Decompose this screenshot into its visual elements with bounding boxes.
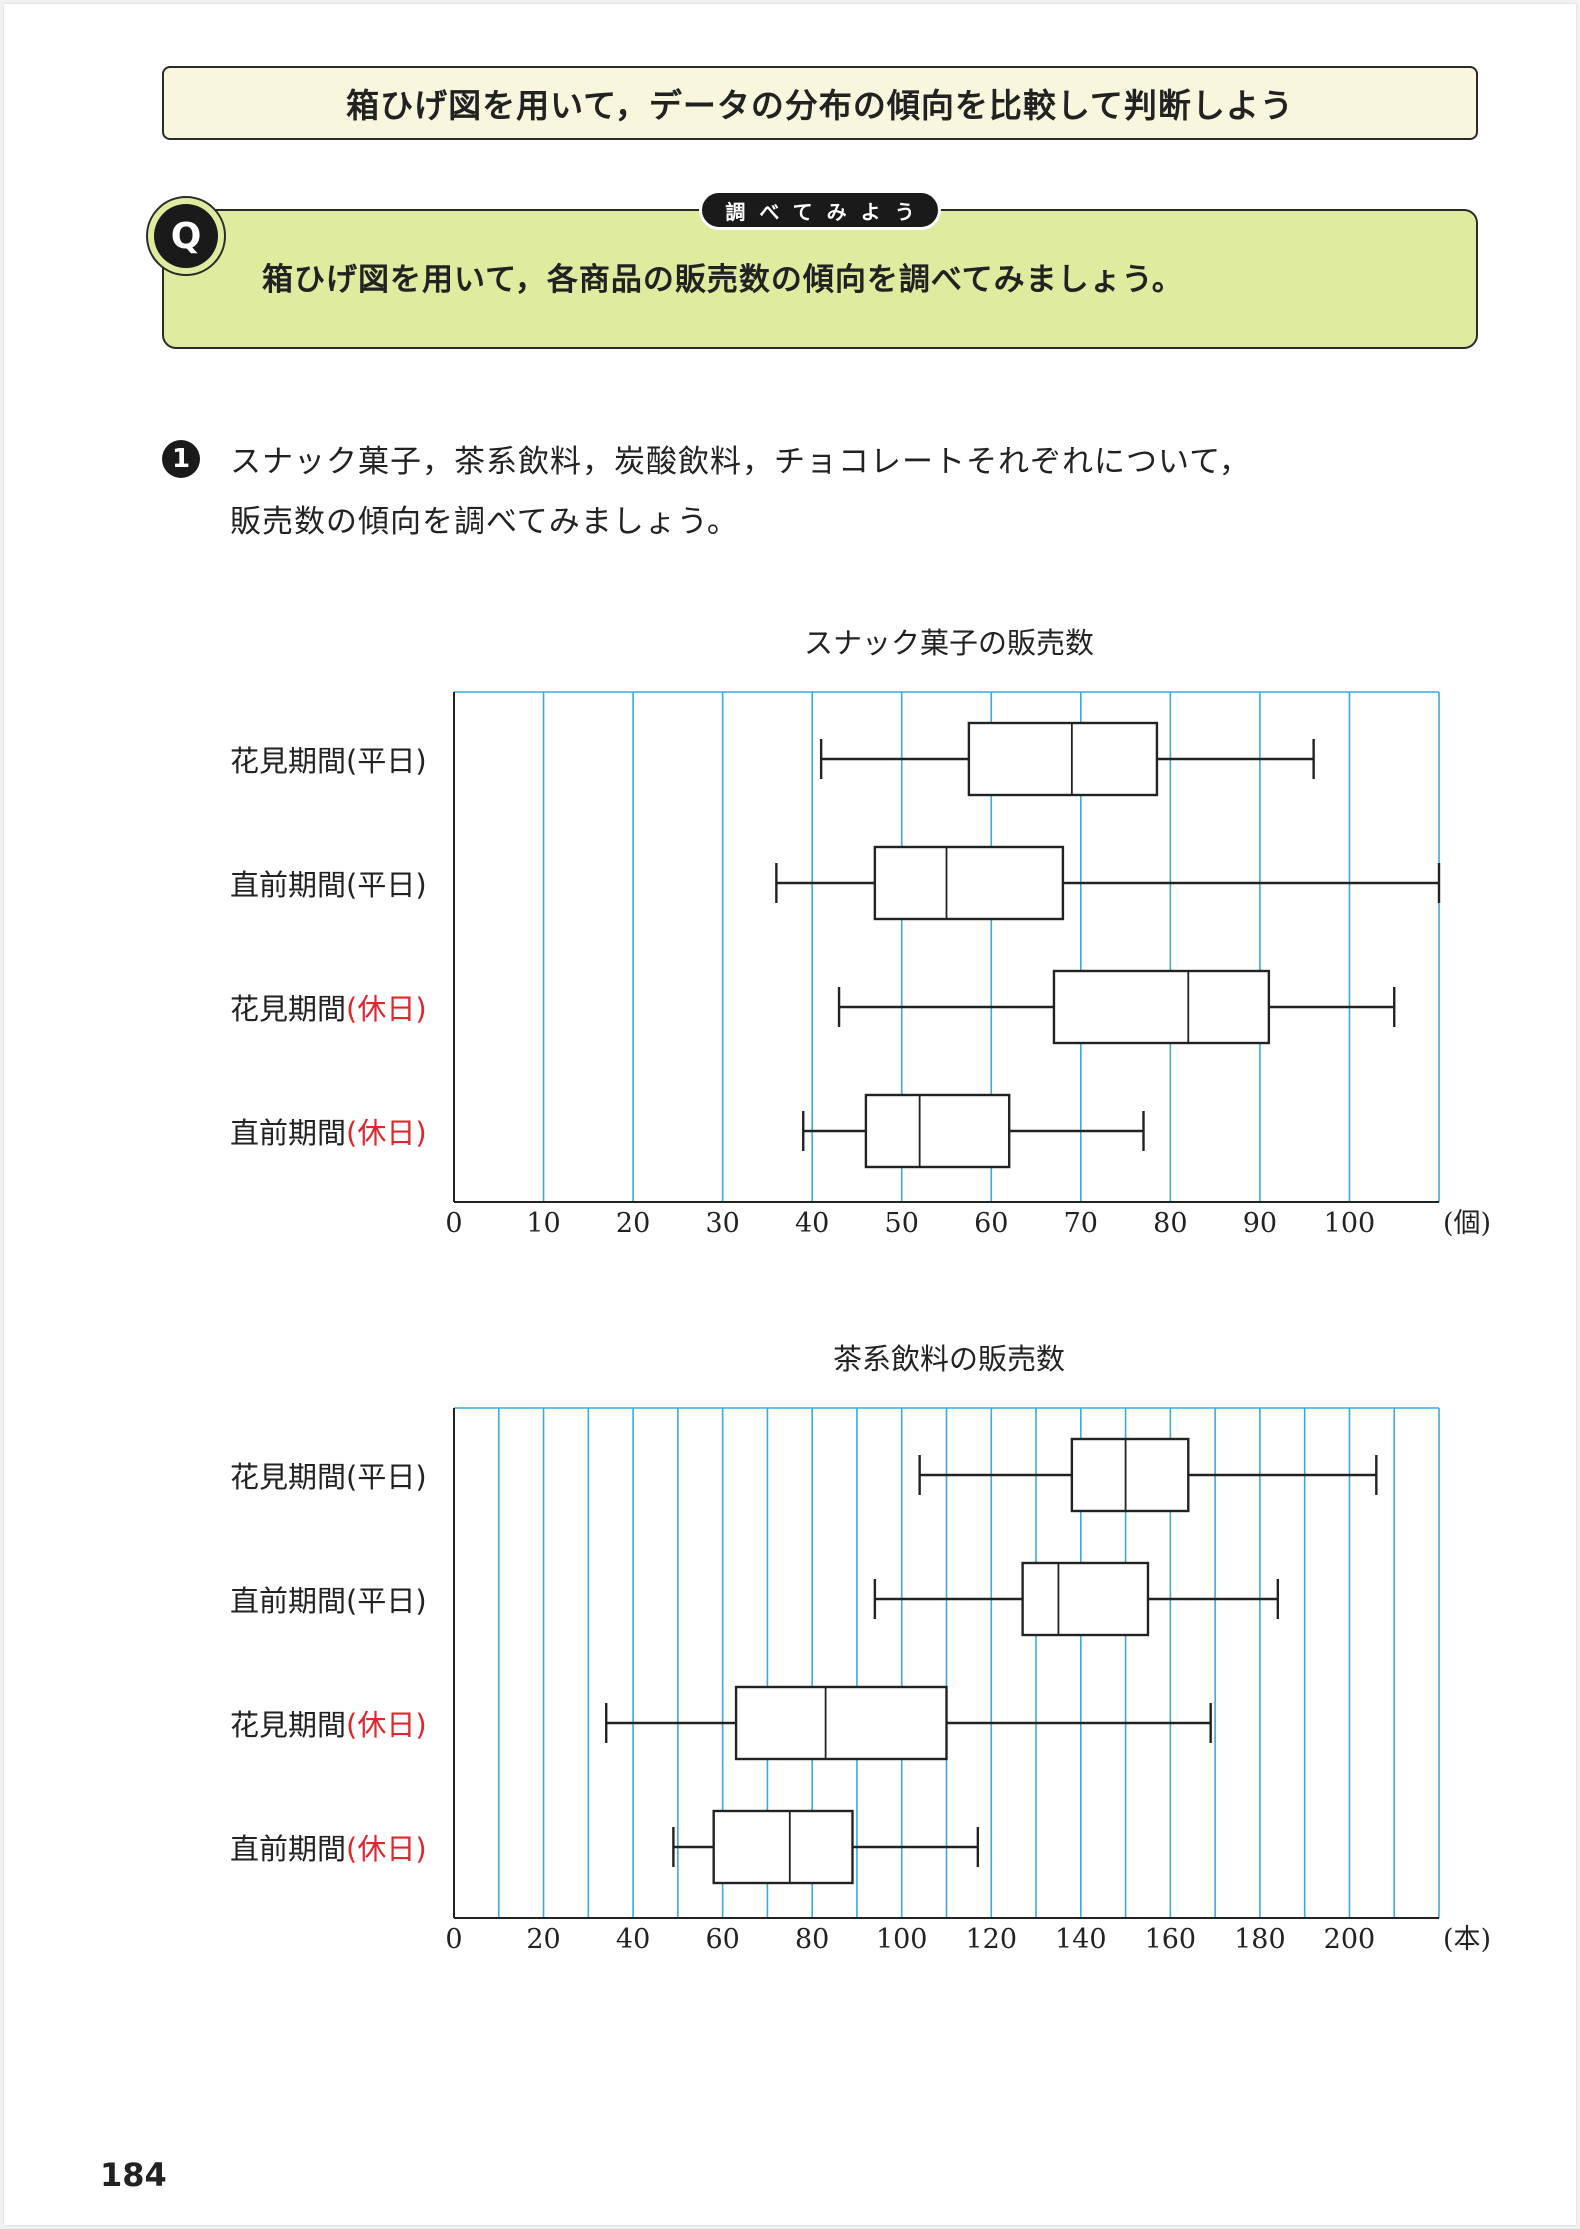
page: 箱ひげ図を用いて，データの分布の傾向を比較して判断しよう Q 調べてみよう 箱ひ… [4, 4, 1576, 2225]
boxplot-canvas: 0 10 20 30 40 50 60 70 80 90 100 (個) 0 20 40 60 80 100 120… [445, 691, 1491, 1955]
x-tick-label: 40 [795, 1208, 829, 1239]
x-tick-label: 200 [1324, 1924, 1376, 1955]
iqr-box [734, 1685, 948, 1761]
x-tick-label: 40 [616, 1924, 650, 1955]
row-label-period: 直前期間 [230, 868, 347, 902]
row-label-period: 花見期間 [230, 1708, 347, 1742]
question-text: 箱ひげ図を用いて，各商品の販売数の傾向を調べてみましょう。 [262, 262, 1184, 298]
x-tick-label: 100 [1324, 1208, 1376, 1239]
row-label-daytype: (休日) [346, 1832, 427, 1866]
x-tick-label: 180 [1234, 1924, 1286, 1955]
x-tick-label: 50 [885, 1208, 919, 1239]
row-label-daytype: (平日) [346, 744, 427, 778]
row-label-period: 花見期間 [230, 744, 347, 778]
chart-title: 茶系飲料の販売数 [832, 1342, 1065, 1376]
row-label-daytype: (休日) [346, 1708, 427, 1742]
x-tick-label: 20 [616, 1208, 650, 1239]
row-label: 花見期間(休日) [230, 986, 427, 1028]
x-tick-label: 30 [705, 1208, 739, 1239]
x-axis-unit: (個) [1443, 1208, 1491, 1239]
iqr-box [712, 1809, 854, 1885]
x-tick-label: 80 [1153, 1208, 1187, 1239]
row-label-daytype: (休日) [346, 1116, 427, 1150]
x-tick-label: 80 [795, 1924, 829, 1955]
step-number-badge: 1 [162, 440, 200, 478]
iqr-box [1021, 1561, 1150, 1637]
section-title-banner: 箱ひげ図を用いて，データの分布の傾向を比較して判断しよう [162, 66, 1478, 140]
step-instruction-line-1: スナック菓子，茶系飲料，炭酸飲料，チョコレートそれぞれについて， [230, 444, 1251, 480]
question-tag: 調べてみよう [699, 190, 941, 230]
x-tick-label: 140 [1055, 1924, 1107, 1955]
iqr-box [967, 721, 1159, 797]
x-tick-label: 10 [526, 1208, 560, 1239]
iqr-box [1052, 969, 1271, 1045]
chart-title: スナック菓子の販売数 [803, 626, 1094, 660]
section-title: 箱ひげ図を用いて，データの分布の傾向を比較して判断しよう [346, 86, 1294, 125]
iqr-box [1070, 1437, 1190, 1513]
iqr-box [864, 1093, 1011, 1169]
x-tick-label: 0 [445, 1208, 462, 1239]
row-label-daytype: (休日) [346, 992, 427, 1026]
row-label: 直前期間(休日) [230, 1110, 427, 1152]
row-label-daytype: (平日) [346, 1460, 427, 1494]
x-tick-label: 20 [526, 1924, 560, 1955]
page-number: 184 [100, 2156, 167, 2194]
x-tick-label: 70 [1064, 1208, 1098, 1239]
question-badge: Q [154, 204, 218, 268]
x-tick-label: 100 [876, 1924, 928, 1955]
x-tick-label: 0 [445, 1924, 462, 1955]
row-label: 花見期間(平日) [230, 738, 427, 780]
row-label-period: 直前期間 [230, 1116, 347, 1150]
x-tick-label: 60 [974, 1208, 1008, 1239]
row-label-daytype: (平日) [346, 1584, 427, 1618]
row-label: 花見期間(休日) [230, 1702, 427, 1744]
row-label-period: 花見期間 [230, 992, 347, 1026]
row-label-period: 花見期間 [230, 1460, 347, 1494]
row-label: 直前期間(平日) [230, 862, 427, 904]
x-axis-unit: (本) [1443, 1924, 1491, 1955]
row-label-period: 直前期間 [230, 1584, 347, 1618]
question-box [162, 209, 1478, 349]
x-tick-label: 60 [705, 1924, 739, 1955]
row-label-daytype: (平日) [346, 868, 427, 902]
row-label: 直前期間(休日) [230, 1826, 427, 1868]
x-tick-label: 160 [1145, 1924, 1197, 1955]
iqr-box [873, 845, 1065, 921]
row-label-period: 直前期間 [230, 1832, 347, 1866]
x-tick-label: 90 [1243, 1208, 1277, 1239]
row-label: 直前期間(平日) [230, 1578, 427, 1620]
x-tick-label: 120 [965, 1924, 1017, 1955]
row-label: 花見期間(平日) [230, 1454, 427, 1496]
step-instruction-line-2: 販売数の傾向を調べてみましょう。 [230, 504, 739, 540]
